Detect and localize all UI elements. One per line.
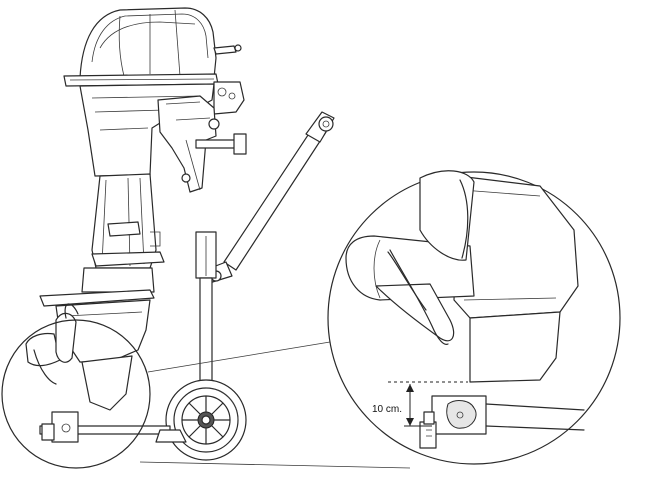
anti-cavitation-plate: [39, 251, 165, 307]
trolley-base: [39, 411, 187, 443]
engine-cowling: [63, 7, 219, 87]
propeller-small: [25, 303, 79, 385]
measurement-label: 10 cm.: [372, 404, 402, 415]
small-detail-circle: [1, 319, 151, 469]
magnified-detail-circle: [327, 171, 621, 465]
tiller-fittings: [213, 44, 245, 115]
transport-trolley: [39, 111, 335, 461]
propeller-blade-upper: [419, 170, 475, 261]
clamp-bracket: [157, 95, 247, 193]
magnified-mount: [419, 395, 585, 449]
height-dimension: 10 cm.: [372, 381, 468, 427]
trolley-handle: [199, 111, 335, 285]
outboard-motor: [25, 7, 247, 411]
gearcase: [55, 299, 151, 411]
magnified-gearcase: [345, 170, 579, 383]
detail-callout: [1, 171, 621, 469]
propeller-blade-lower: [375, 283, 455, 342]
trolley-wheel: [165, 379, 247, 461]
